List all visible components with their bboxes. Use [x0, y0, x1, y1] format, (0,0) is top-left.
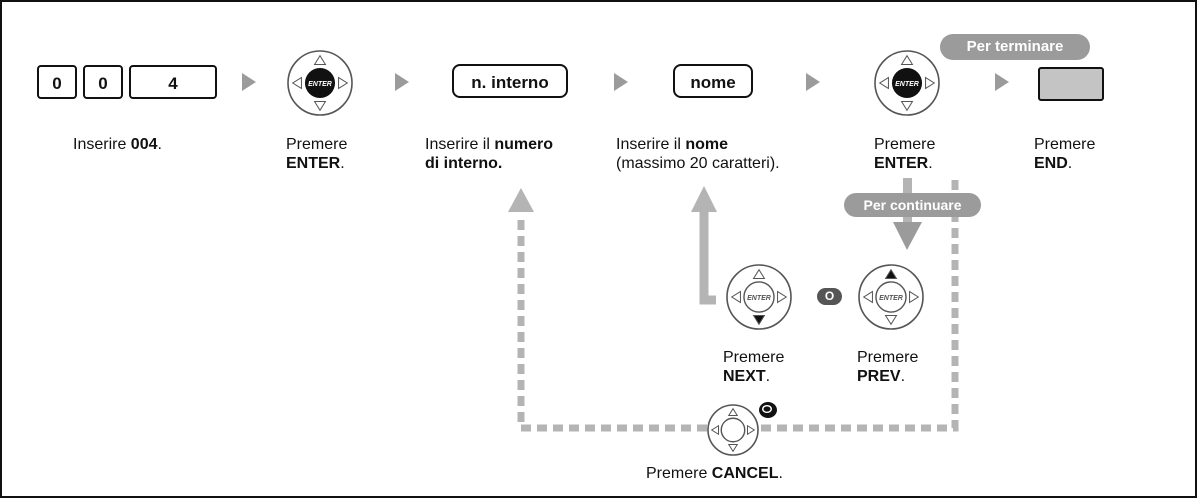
step5-label: Premere ENTER. [874, 135, 935, 173]
up-arrow-icon [884, 268, 898, 279]
down-arrow-icon [900, 101, 914, 112]
step2-bold: ENTER [286, 155, 341, 172]
step1-pre: Inserire [73, 136, 131, 153]
prev-label: Premere PREV. [857, 348, 918, 386]
digit-key-0a: 0 [37, 65, 77, 99]
left-arrow-icon [862, 290, 873, 304]
up-arrow-icon [727, 407, 739, 416]
cancel-label: Premere CANCEL. [646, 464, 783, 483]
up-arrow-icon [900, 54, 914, 65]
step3-label: Inserire il numero di interno. [425, 135, 553, 173]
step1-label: Inserire 004. [73, 135, 162, 154]
next-return-line [699, 208, 716, 305]
enter-key-label: ENTER [879, 295, 903, 302]
step5-line1: Premere [874, 136, 936, 153]
cancel-navigator-icon [707, 404, 759, 456]
prev-bold: PREV [857, 368, 901, 385]
end-badge: Per terminare [940, 34, 1090, 60]
down-arrow-icon [313, 101, 327, 112]
right-arrow-icon [925, 76, 936, 90]
cancel-pre: Premere [646, 465, 712, 482]
next-bold: NEXT [723, 368, 766, 385]
enter-key-label: ENTER [308, 81, 332, 88]
next-label: Premere NEXT. [723, 348, 784, 386]
step3-line2: di interno. [425, 155, 503, 172]
prev-line1: Premere [857, 349, 919, 366]
enter-navigator-icon-2: ENTER [874, 50, 940, 116]
step6-label: Premere END. [1034, 135, 1095, 173]
up-arrow-icon [752, 268, 766, 279]
cancel-button-icon [759, 402, 777, 418]
digit-key-0b: 0 [83, 65, 123, 99]
prev-post: . [900, 368, 906, 385]
step6-line1: Premere [1034, 136, 1096, 153]
step1-bold: 004 [130, 136, 158, 153]
step-arrow-1 [242, 73, 256, 91]
next-line1: Premere [723, 349, 785, 366]
step2-label: Premere ENTER. [286, 135, 347, 173]
continue-badge: Per continuare [844, 193, 981, 217]
cancel-bold: CANCEL [711, 465, 779, 482]
next-post: . [765, 368, 771, 385]
digit-key-4: 4 [129, 65, 217, 99]
prev-navigator-icon: ENTER [858, 264, 924, 330]
right-arrow-icon [909, 290, 920, 304]
step-arrow-5 [995, 73, 1009, 91]
right-arrow-icon [338, 76, 349, 90]
enter-navigator-icon-1: ENTER [287, 50, 353, 116]
extension-number-box: n. interno [452, 64, 568, 98]
step3-bold: numero [494, 136, 554, 153]
step6-post: . [1067, 155, 1073, 172]
enter-key-label: ENTER [747, 295, 771, 302]
end-key [1038, 67, 1104, 101]
left-arrow-icon [710, 424, 719, 436]
right-arrow-icon [777, 290, 788, 304]
step-arrow-4 [806, 73, 820, 91]
enter-key-label: ENTER [895, 81, 919, 88]
step1-post: . [157, 136, 162, 153]
left-arrow-icon [291, 76, 302, 90]
cancel-loop-arrowhead [508, 188, 534, 212]
up-arrow-icon [313, 54, 327, 65]
step-arrow-2 [395, 73, 409, 91]
name-box: nome [673, 64, 753, 98]
step-arrow-3 [614, 73, 628, 91]
step5-post: . [928, 155, 933, 172]
next-return-arrowhead [691, 186, 717, 212]
step2-line1: Premere [286, 136, 348, 153]
step4-label: Inserire il nome (massimo 20 caratteri). [616, 135, 780, 173]
down-arrow-icon [884, 315, 898, 326]
down-arrow-icon [752, 315, 766, 326]
step4-pre: Inserire il [616, 136, 686, 153]
step6-bold: END [1034, 155, 1068, 172]
right-arrow-icon [747, 424, 756, 436]
cancel-post: . [778, 465, 783, 482]
left-arrow-icon [878, 76, 889, 90]
step5-bold: ENTER [874, 155, 929, 172]
left-arrow-icon [730, 290, 741, 304]
down-arrow-icon [727, 444, 739, 453]
step4-line2: (massimo 20 caratteri). [616, 155, 780, 172]
or-badge: O [817, 288, 842, 305]
step2-post: . [340, 155, 345, 172]
continue-arrowhead [893, 222, 922, 250]
step3-pre: Inserire il [425, 136, 495, 153]
step4-bold: nome [685, 136, 729, 153]
next-navigator-icon: ENTER [726, 264, 792, 330]
